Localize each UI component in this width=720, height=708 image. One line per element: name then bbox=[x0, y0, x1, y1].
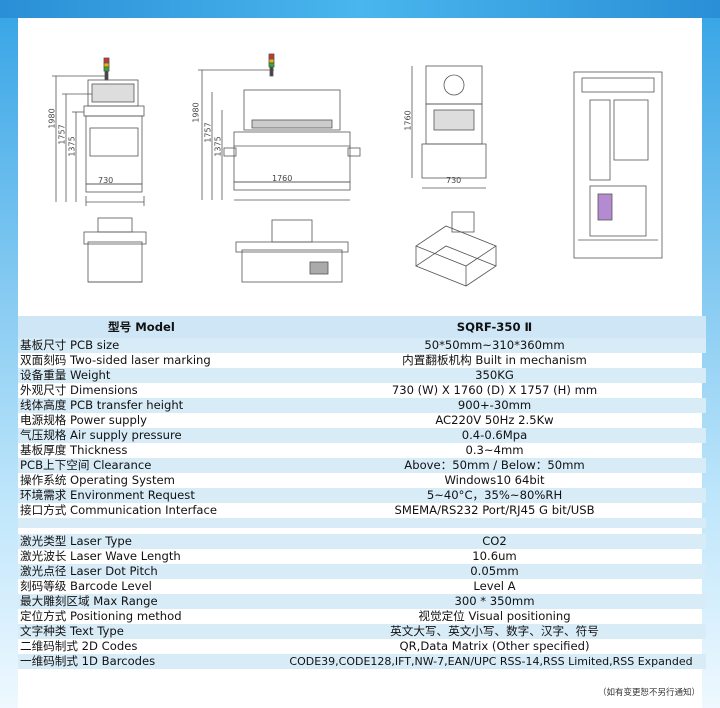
top-view-drawing bbox=[573, 71, 663, 259]
section-divider bbox=[18, 518, 706, 528]
right-frame-bar bbox=[702, 18, 720, 708]
front-dim-w: 730 bbox=[98, 176, 114, 185]
left-frame-bar bbox=[0, 18, 18, 708]
front-dim-h3: 1375 bbox=[67, 136, 77, 157]
front-iso-drawing bbox=[83, 217, 147, 283]
side-dim-w: 1760 bbox=[272, 174, 293, 183]
iso-drawing bbox=[415, 211, 497, 287]
model-label: 型号 Model bbox=[108, 320, 175, 334]
model-value: SQRF-350 Ⅱ bbox=[456, 320, 533, 334]
technical-drawings: 1980 1757 1375 730 1980 1757 1375 1760 1… bbox=[18, 18, 702, 314]
front-view-drawing bbox=[52, 57, 145, 206]
side-iso-drawing bbox=[235, 219, 349, 283]
front-dim-h2: 1757 bbox=[57, 124, 67, 145]
top-frame-bar bbox=[0, 0, 720, 18]
model-header-row: 型号 Model SQRF-350 Ⅱ bbox=[18, 316, 706, 338]
side-dim-h3: 1375 bbox=[213, 136, 223, 157]
back-view-drawing bbox=[411, 65, 487, 189]
back-dim-h: 1760 bbox=[403, 110, 413, 131]
side-dim-h1: 1980 bbox=[191, 102, 201, 123]
front-dim-h1: 1980 bbox=[47, 108, 57, 129]
back-dim-w: 730 bbox=[446, 176, 462, 185]
side-dim-h2: 1757 bbox=[203, 122, 213, 143]
footnote: （如有变更恕不另行通知） bbox=[597, 688, 700, 698]
side-view-drawing bbox=[198, 53, 361, 201]
